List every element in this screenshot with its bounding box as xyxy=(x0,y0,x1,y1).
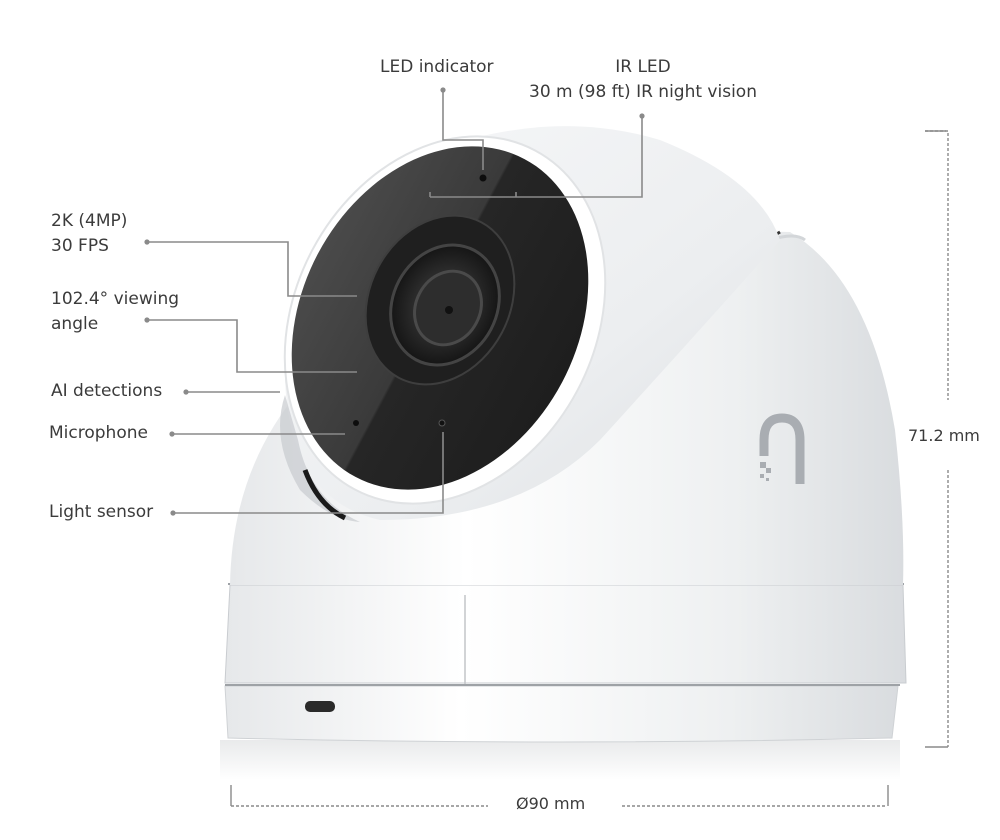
label-ai-detections: AI detections xyxy=(51,381,163,401)
base-ring xyxy=(224,685,899,743)
ground-reflection xyxy=(220,740,900,780)
led-indicator-dot xyxy=(479,174,487,182)
leader-led-indicator xyxy=(442,90,484,170)
diameter-dimension: Ø90 mm xyxy=(510,794,592,813)
label-light-sensor: Light sensor xyxy=(49,502,154,522)
height-dim-top xyxy=(925,130,949,400)
label-resolution: 2K (4MP) 30 FPS xyxy=(51,211,128,256)
label-led-indicator: LED indicator xyxy=(380,57,494,77)
microphone-hole xyxy=(353,420,359,426)
label-viewing-angle: 102.4° viewing angle xyxy=(51,289,180,334)
leader-ir-led xyxy=(430,116,643,198)
leader-viewing-angle xyxy=(147,319,357,373)
label-microphone: Microphone xyxy=(49,423,148,443)
label-ir-led: IR LED 30 m (98 ft) IR night vision xyxy=(529,57,757,102)
height-dimension: 71.2 mm xyxy=(902,426,986,445)
ubiquiti-logo-icon xyxy=(759,413,805,484)
light-sensor-dot xyxy=(438,419,446,427)
leader-light-sensor xyxy=(173,432,444,514)
reset-port xyxy=(305,701,335,712)
leader-resolution xyxy=(147,241,357,297)
